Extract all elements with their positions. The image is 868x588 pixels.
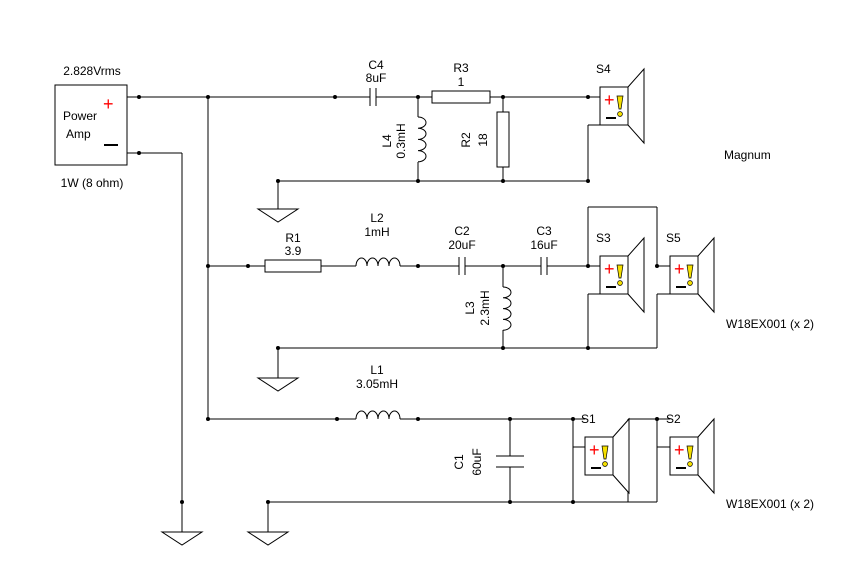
ground-icon [246,531,290,546]
l3-name: L3 [463,301,477,315]
amp-voltage: 2.828Vrms [63,64,121,78]
speaker-s4: + S4 [596,62,645,145]
inductor-l4: L4 0.3mH [380,116,427,163]
l1-value: 3.05mH [356,377,398,391]
r2-value: 18 [476,133,490,147]
speaker-plus-icon: + [589,440,600,460]
inductor-l1: L1 3.05mH [355,363,401,420]
polarity-warning-icon [686,264,694,279]
speaker-s2: + S2 [666,412,715,495]
c4-name: C4 [368,58,384,72]
speaker-plus-icon: + [604,259,615,279]
l2-name: L2 [370,211,384,225]
speakers: + S4 + S3 + S5 + S1 + S2 [581,62,715,495]
polarity-warning-icon [601,445,609,460]
c4-value: 8uF [366,71,387,85]
c2-name: C2 [454,224,470,238]
speaker-s1: + S1 [581,412,630,495]
l4-value: 0.3mH [394,123,408,158]
speaker-plus-icon: + [604,90,615,110]
speaker-s1-label: S1 [581,412,596,426]
speaker-s3-label: S3 [596,231,611,245]
speaker-s5: + S5 [666,231,715,314]
amp-label-line2: Amp [66,127,91,141]
c2-value: 20uF [448,238,475,252]
speaker-plus-icon: + [674,259,685,279]
capacitor-c2: C2 20uF [448,224,476,275]
speaker-plus-icon: + [674,440,685,460]
c1-value: 60uF [470,448,484,475]
amp-label-line1: Power [63,109,97,123]
wiring [127,96,670,532]
capacitor-c3: C3 16uF [530,224,558,275]
l1-name: L1 [370,363,384,377]
speaker-s2-label: S2 [666,412,681,426]
resistor-r2: R2 18 [459,111,510,168]
polarity-warning-icon [616,95,624,110]
ground-icon [256,377,300,392]
polarity-warning-icon [686,445,694,460]
l3-value: 2.3mH [478,290,492,325]
r3-value: 1 [458,75,465,89]
woofer-note: W18EX001 (x 2) [726,497,814,511]
speaker-s3: + S3 [596,231,645,314]
ground-icon [256,208,300,223]
r2-name: R2 [459,132,473,148]
l4-name: L4 [380,134,394,148]
polarity-warning-icon [616,264,624,279]
capacitor-c1: C1 60uF [452,448,524,476]
r1-value: 3.9 [285,244,302,258]
c1-name: C1 [452,454,466,470]
inductor-l3: L3 2.3mH [463,286,512,331]
r3-name: R3 [453,61,469,75]
ground-symbols [160,208,300,546]
junction-dots [137,95,659,504]
c3-name: C3 [536,224,552,238]
speaker-s5-label: S5 [666,231,681,245]
capacitor-c4: C4 8uF [365,58,390,106]
amp-power: 1W (8 ohm) [61,176,124,190]
speaker-s4-label: S4 [596,62,611,76]
tweeter-note: Magnum [724,148,771,162]
r1-name: R1 [285,231,301,245]
ground-icon [160,531,204,546]
l2-value: 1mH [364,225,389,239]
c3-value: 16uF [530,238,557,252]
inductor-l2: L2 1mH [355,211,401,267]
midrange-note: W18EX001 (x 2) [726,317,814,331]
power-amp: 2.828Vrms Power Amp + 1W (8 ohm) [54,64,128,190]
amp-plus-terminal: + [103,94,114,114]
resistor-r1: R1 3.9 [264,231,322,273]
resistor-r3: R3 1 [431,61,491,104]
